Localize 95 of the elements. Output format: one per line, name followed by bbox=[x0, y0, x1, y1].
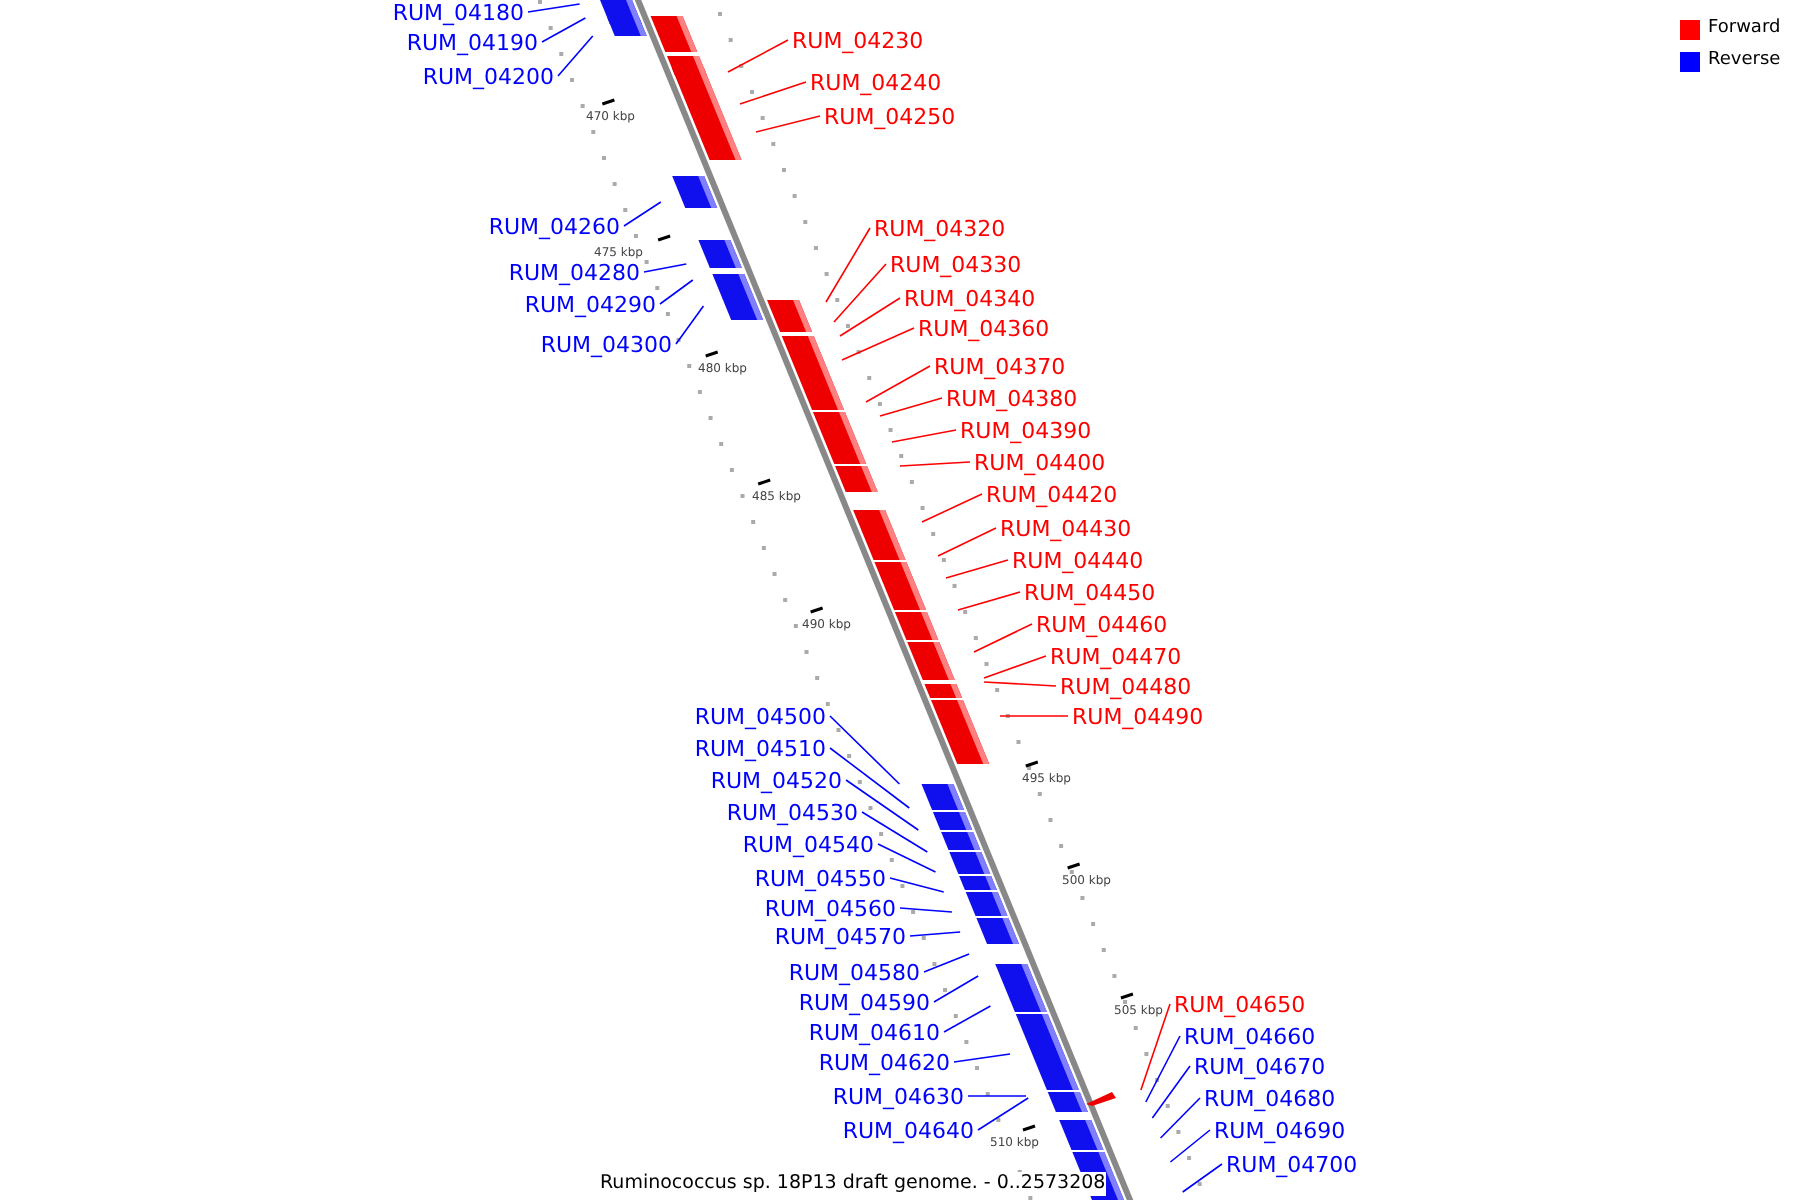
gene-label: RUM_04640 bbox=[842, 1117, 974, 1143]
leader-line bbox=[643, 263, 688, 273]
gene-label: RUM_04460 bbox=[1036, 611, 1168, 637]
leader-line bbox=[675, 305, 705, 345]
leader-line bbox=[557, 35, 594, 77]
leader-line bbox=[983, 655, 1047, 679]
leader-line bbox=[541, 17, 587, 43]
gene-label: RUM_04650 bbox=[1174, 991, 1306, 1017]
gene-label: RUM_04540 bbox=[742, 831, 874, 857]
leader-line bbox=[891, 429, 957, 443]
gene-label: RUM_04530 bbox=[726, 799, 858, 825]
leader-line bbox=[879, 397, 943, 417]
gene-label: RUM_04660 bbox=[1184, 1023, 1316, 1049]
gene-label: RUM_04360 bbox=[918, 315, 1050, 341]
legend-label: Reverse bbox=[1708, 50, 1781, 72]
caption: Ruminococcus sp. 18P13 draft genome. - 0..2573208 bbox=[600, 1172, 1106, 1196]
gene-label: RUM_04620 bbox=[818, 1049, 950, 1075]
leader-line bbox=[945, 559, 1009, 579]
gene-label: RUM_04370 bbox=[934, 353, 1066, 379]
leader-line bbox=[983, 681, 1057, 687]
gene-label: RUM_04320 bbox=[874, 215, 1006, 241]
gene-label: RUM_04700 bbox=[1226, 1151, 1358, 1177]
leader-line bbox=[899, 907, 953, 913]
leader-line bbox=[953, 1053, 1011, 1063]
gene-label: RUM_04670 bbox=[1194, 1053, 1326, 1079]
leader-line bbox=[943, 1005, 992, 1033]
gene-label: RUM_04590 bbox=[798, 989, 930, 1015]
gene-label: RUM_04330 bbox=[890, 251, 1022, 277]
gene-label: RUM_04440 bbox=[1012, 547, 1144, 573]
legend-label: Forward bbox=[1708, 18, 1781, 40]
leader-line bbox=[957, 591, 1021, 611]
leader-line bbox=[937, 527, 997, 557]
gene-label: RUM_04200 bbox=[422, 63, 554, 89]
gene-label: RUM_04430 bbox=[1000, 515, 1132, 541]
leader-line bbox=[623, 201, 662, 227]
gene-label: RUM_04420 bbox=[986, 481, 1118, 507]
leader-line bbox=[899, 461, 971, 467]
leader-line bbox=[1181, 1163, 1223, 1193]
leader-line bbox=[1140, 1003, 1171, 1091]
leader-line bbox=[845, 779, 920, 831]
gene-label: RUM_04180 bbox=[392, 0, 524, 25]
leader-line bbox=[1151, 1065, 1191, 1119]
leader-line bbox=[829, 747, 911, 809]
gene-label: RUM_04550 bbox=[754, 865, 886, 891]
gene-label: RUM_04240 bbox=[810, 69, 942, 95]
gene-label: RUM_04380 bbox=[946, 385, 1078, 411]
leader-line bbox=[933, 975, 979, 1003]
gene-label: RUM_04300 bbox=[540, 331, 672, 357]
gene-label: RUM_04510 bbox=[694, 735, 826, 761]
gene-label: RUM_04500 bbox=[694, 703, 826, 729]
gene-label: RUM_04690 bbox=[1214, 1117, 1346, 1143]
gene-label: RUM_04260 bbox=[488, 213, 620, 239]
leader-line bbox=[755, 115, 821, 133]
leader-line bbox=[1159, 1097, 1201, 1139]
gene-label: RUM_04490 bbox=[1072, 703, 1204, 729]
leader-line bbox=[659, 279, 694, 305]
leader-line bbox=[727, 39, 789, 73]
leader-line bbox=[833, 263, 887, 323]
leader-line bbox=[829, 715, 901, 785]
gene-label: RUM_04480 bbox=[1060, 673, 1192, 699]
gene-label: RUM_04630 bbox=[832, 1083, 964, 1109]
gene-label: RUM_04390 bbox=[960, 417, 1092, 443]
gene-label: RUM_04340 bbox=[904, 285, 1036, 311]
gene-label: RUM_04610 bbox=[808, 1019, 940, 1045]
leader-line bbox=[839, 297, 901, 337]
leader-line bbox=[877, 843, 937, 873]
gene-label: RUM_04230 bbox=[792, 27, 924, 53]
gene-label: RUM_04400 bbox=[974, 449, 1106, 475]
leader-line bbox=[909, 931, 961, 937]
leader-line bbox=[1169, 1129, 1211, 1163]
gene-label: RUM_04450 bbox=[1024, 579, 1156, 605]
gene-label: RUM_04560 bbox=[764, 895, 896, 921]
gene-label: RUM_04290 bbox=[524, 291, 656, 317]
leader-line bbox=[921, 493, 983, 523]
leader-line bbox=[889, 877, 945, 893]
gene-label: RUM_04250 bbox=[824, 103, 956, 129]
gene-label: RUM_04280 bbox=[508, 259, 640, 285]
gene-label: RUM_04680 bbox=[1204, 1085, 1336, 1111]
leader-line bbox=[973, 623, 1033, 653]
leader-line bbox=[841, 327, 915, 361]
leader-line bbox=[527, 3, 581, 13]
leader-line bbox=[865, 365, 931, 403]
leader-line bbox=[967, 1095, 1027, 1097]
gene-label: RUM_04470 bbox=[1050, 643, 1182, 669]
leader-line bbox=[999, 715, 1069, 717]
leader-line bbox=[977, 1097, 1029, 1131]
gene-label: RUM_04190 bbox=[406, 29, 538, 55]
gene-label: RUM_04520 bbox=[710, 767, 842, 793]
gene-label: RUM_04570 bbox=[774, 923, 906, 949]
leader-line bbox=[739, 81, 807, 105]
leader-line bbox=[923, 953, 970, 973]
leader-line bbox=[825, 227, 871, 303]
gene-label: RUM_04580 bbox=[788, 959, 920, 985]
leader-line bbox=[861, 811, 929, 853]
leader-line bbox=[1145, 1035, 1181, 1103]
